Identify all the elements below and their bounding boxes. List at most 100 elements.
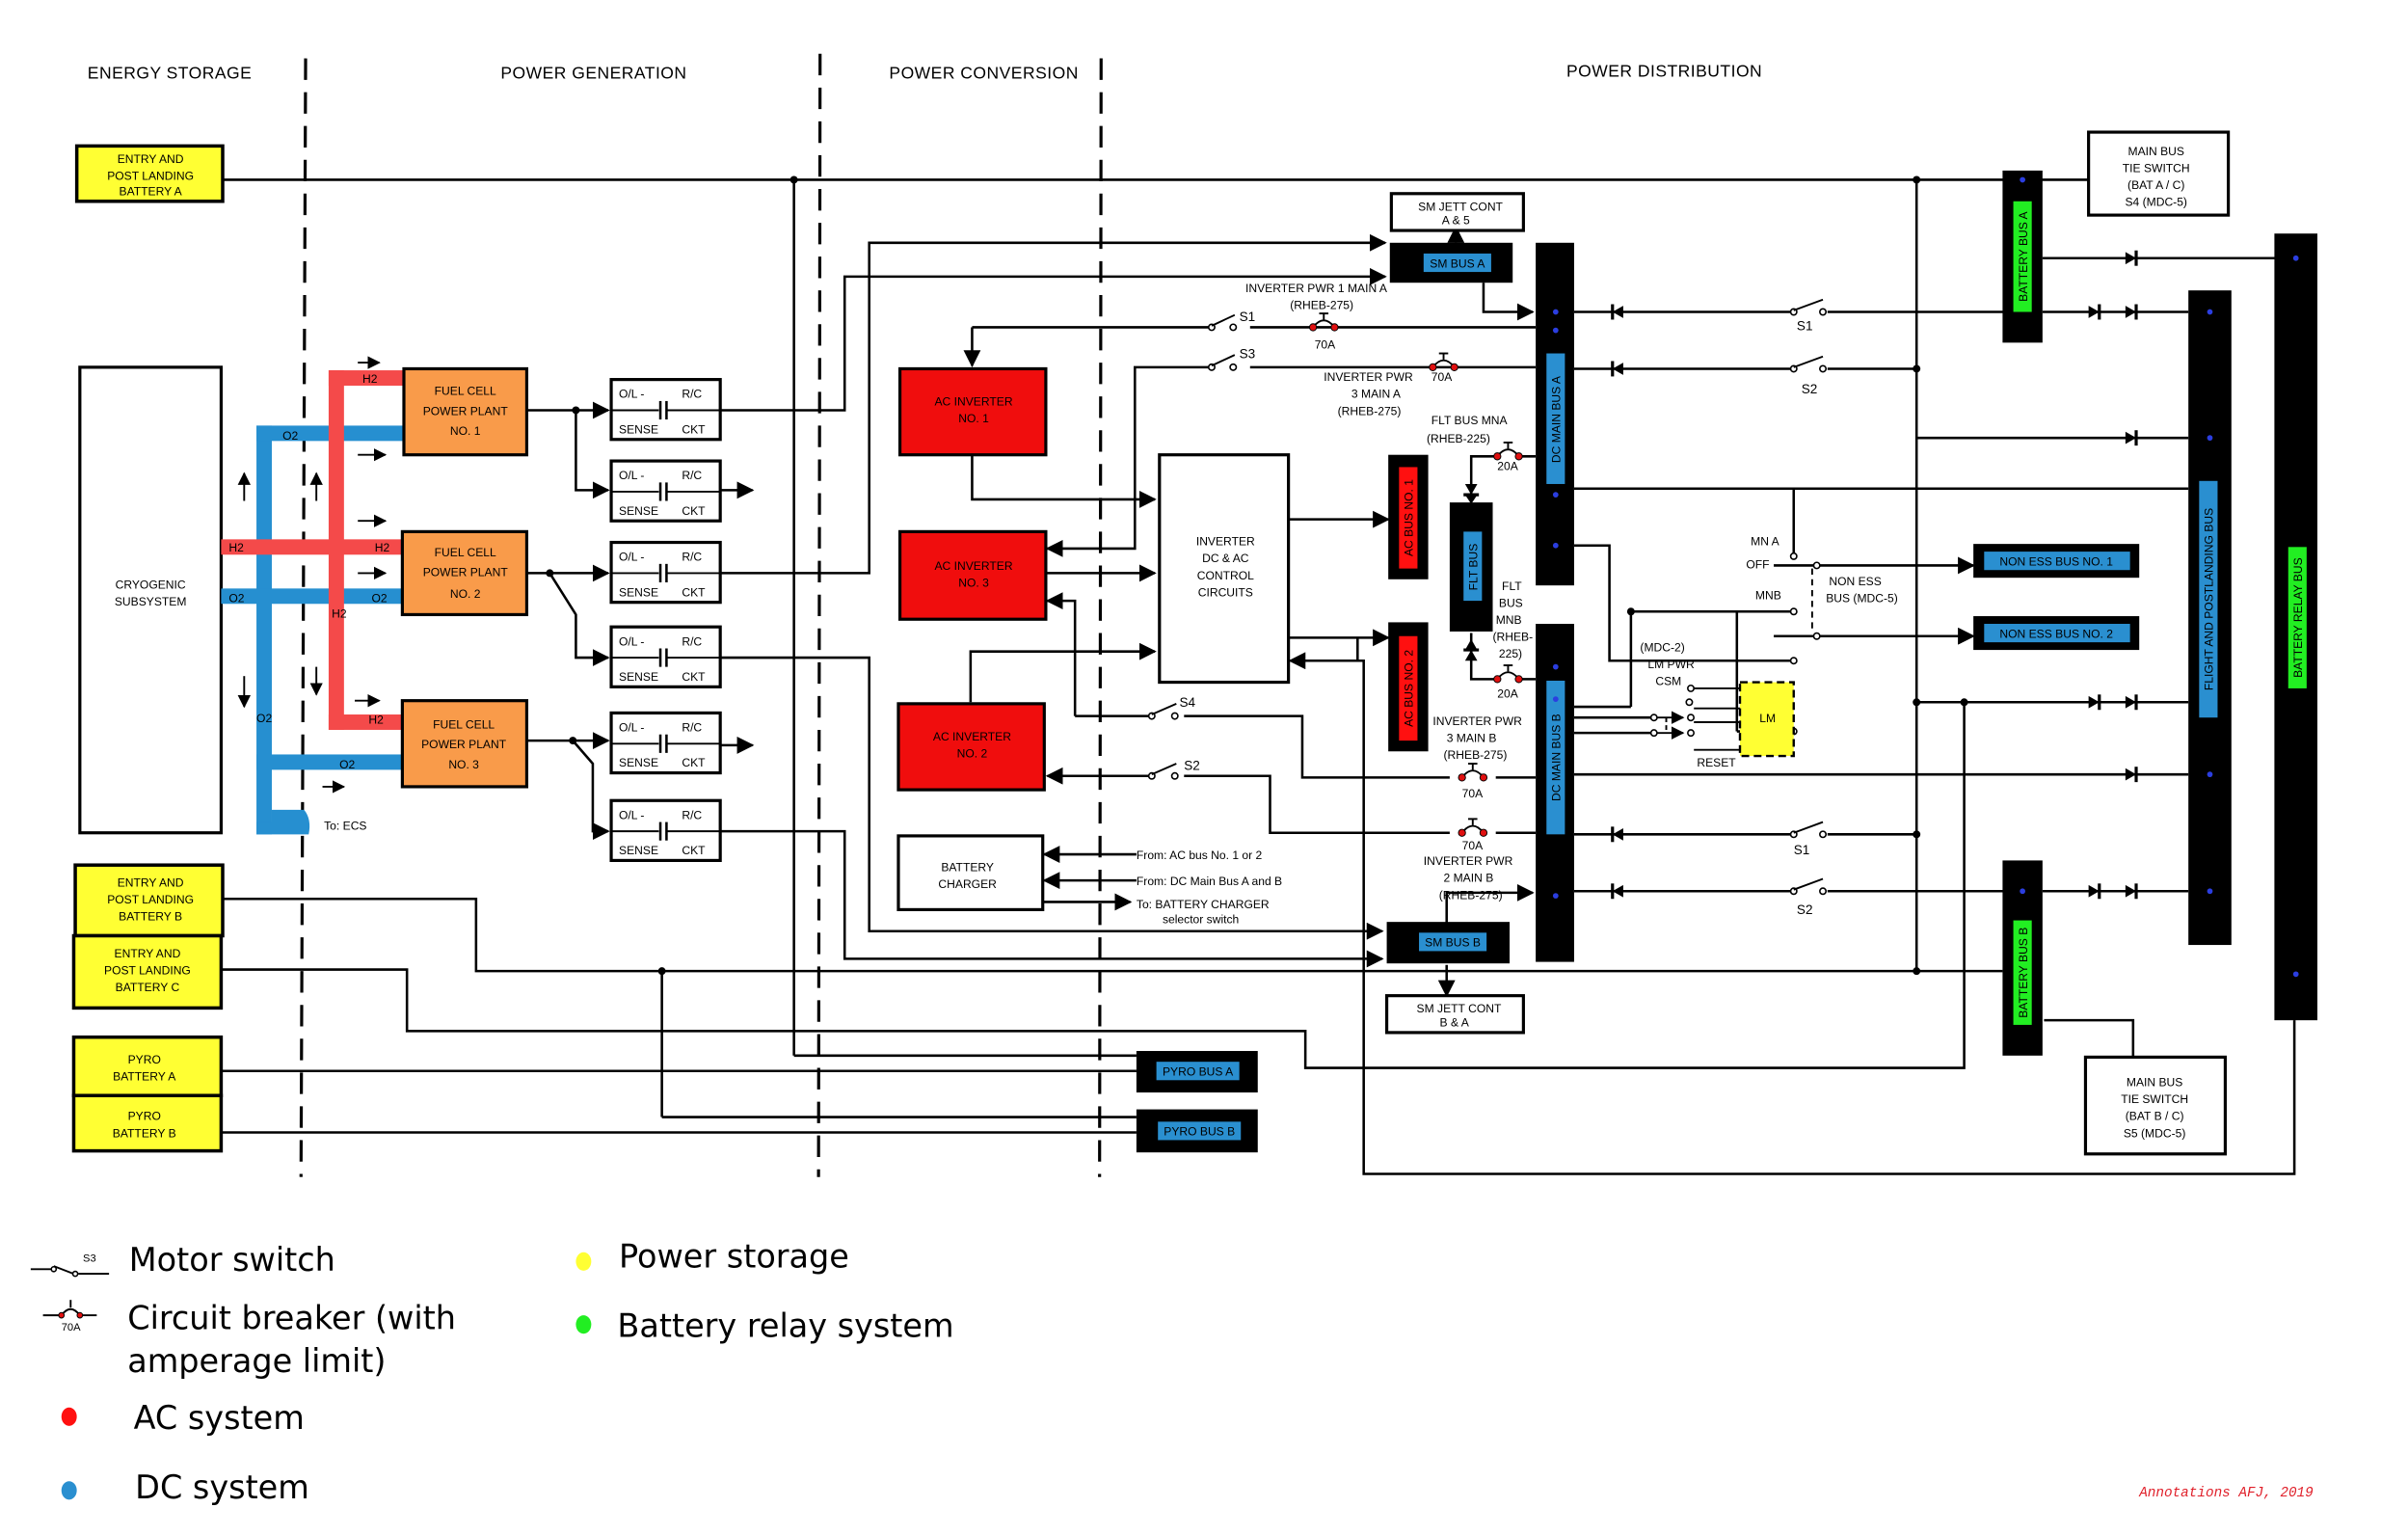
fuel-cell-2[interactable]: FUEL CELL POWER PLANT NO. 2 — [400, 529, 529, 617]
ckt-label: CKT — [682, 844, 706, 857]
rc-label: R/C — [682, 469, 702, 482]
diode-icon — [2125, 304, 2138, 320]
dc-main-bus-b[interactable]: DC MAIN BUS B — [1536, 623, 1574, 962]
battery-label: BATTERY A — [113, 1069, 176, 1083]
section-headers: ENERGY STORAGE POWER GENERATION POWER CO… — [88, 62, 1762, 83]
legend-dc-system: DC system — [61, 1468, 309, 1506]
non-ess-bus-1[interactable]: NON ESS BUS NO. 1 — [1973, 544, 2140, 579]
sm-jett-cont-a[interactable]: SM JETT CONT A & 5 — [1389, 192, 1525, 232]
breaker-amp: 20A — [1497, 687, 1518, 700]
motor-switch-s2-inv[interactable]: S2 — [1147, 758, 1200, 780]
jett-label: SM JETT CONT — [1418, 200, 1503, 213]
tie-label: MAIN BUS — [2127, 145, 2183, 158]
pyro-bus-a[interactable]: PYRO BUS A — [1136, 1051, 1258, 1093]
breaker-amp: 70A — [1431, 370, 1453, 384]
breaker-label: BUS — [1499, 596, 1523, 609]
bus-label: NON ESS BUS NO. 1 — [1999, 554, 2113, 568]
pyro-bus-b[interactable]: PYRO BUS B — [1136, 1109, 1258, 1153]
breaker-label: INVERTER PWR — [1324, 370, 1413, 384]
diode-icon — [2125, 430, 2138, 446]
circuit-breaker-inv2b[interactable]: 70A INVERTER PWR 2 MAIN B (RHEB-275) — [1424, 818, 1513, 902]
battery-pyro-a[interactable]: PYRO BATTERY A — [71, 1035, 224, 1097]
battery-label: POST LANDING — [107, 169, 194, 182]
battery-label: PYRO — [128, 1053, 161, 1066]
non-ess-switch[interactable]: MN A OFF MNB NON ESS BUS (MDC-5) — [1746, 535, 1898, 736]
battery-pyro-b[interactable]: PYRO BATTERY B — [71, 1093, 224, 1153]
sense-label: SENSE — [619, 670, 658, 684]
main-bus-tie-switch-b[interactable]: MAIN BUS TIE SWITCH (BAT B / C) S5 (MDC-… — [2083, 1055, 2228, 1156]
sense-label: SENSE — [619, 504, 658, 518]
fuel-cell-label: FUEL CELL — [435, 546, 496, 559]
inverter-control-circuits[interactable]: INVERTER DC & AC CONTROL CIRCUITS — [1158, 453, 1291, 685]
dc-main-bus-a[interactable]: DC MAIN BUS A — [1536, 242, 1574, 586]
fluid-label-o2: O2 — [282, 429, 298, 443]
flight-and-postlanding-bus[interactable]: FLIGHT AND POSTLANDING BUS — [2188, 290, 2232, 946]
bus-label: BATTERY BUS B — [2017, 928, 2030, 1018]
flt-bus[interactable]: FLT BUS — [1449, 502, 1493, 632]
sm-jett-cont-b[interactable]: SM JETT CONT B & A — [1384, 994, 1525, 1035]
non-ess-switch-label: BUS (MDC-5) — [1826, 592, 1898, 606]
breaker-label: 225) — [1499, 647, 1522, 660]
circuit-breaker-fltmnb[interactable]: 20A FLT BUS MNB (RHEB- 225) — [1493, 579, 1534, 701]
lm[interactable]: LM — [1738, 681, 1795, 758]
fluid-label-o2: O2 — [372, 592, 388, 606]
battery-bus-b[interactable]: BATTERY BUS B — [2002, 860, 2043, 1056]
lm-pwr-label: (MDC-2) — [1640, 641, 1684, 655]
ac-bus-2[interactable]: AC BUS NO. 2 — [1388, 622, 1429, 752]
switch-label-s1: S1 — [1797, 319, 1813, 334]
ac-inverter-3[interactable]: AC INVERTER NO. 3 — [897, 529, 1048, 621]
battery-charger[interactable]: BATTERY CHARGER — [896, 834, 1045, 912]
motor-switch-s2-b[interactable]: S2 — [1789, 877, 1828, 918]
fuel-cell-3[interactable]: FUEL CELL POWER PLANT NO. 3 — [400, 699, 529, 789]
circuit-breaker-fltmna[interactable]: 20A FLT BUS MNA (RHEB-225) — [1427, 414, 1523, 473]
switch-label-s3: S3 — [1240, 346, 1256, 361]
main-bus-tie-switch-a[interactable]: MAIN BUS TIE SWITCH (BAT A / C) S4 (MDC-… — [2087, 130, 2231, 217]
circuit-breaker-tag: 70A — [62, 1322, 81, 1333]
circuit-breaker-inv1a[interactable]: 70A INVERTER PWR 1 MAIN A (RHEB-275) — [1245, 282, 1388, 352]
ckt-label: CKT — [682, 504, 706, 518]
non-ess-bus-2[interactable]: NON ESS BUS NO. 2 — [1973, 616, 2140, 651]
battery-entry-c[interactable]: ENTRY AND POST LANDING BATTERY C — [71, 933, 224, 1010]
tie-label: (BAT A / C) — [2127, 178, 2184, 192]
motor-switch-s4[interactable]: S4 — [1147, 695, 1196, 720]
rc-label: R/C — [682, 808, 702, 821]
control-label: DC & AC — [1202, 552, 1249, 565]
ckt-label: CKT — [682, 756, 706, 769]
sm-bus-b[interactable]: SM BUS B — [1386, 922, 1511, 964]
battery-entry-b[interactable]: ENTRY AND POST LANDING BATTERY B — [73, 863, 225, 938]
ac-inverter-1[interactable]: AC INVERTER NO. 1 — [897, 366, 1048, 457]
motor-switch-s2-a[interactable]: S2 — [1789, 355, 1828, 396]
battery-bus-a[interactable]: BATTERY BUS A — [2002, 170, 2043, 343]
charger-to-selector: selector switch — [1163, 913, 1239, 927]
diode-icon — [2088, 883, 2101, 900]
sm-bus-a[interactable]: SM BUS A — [1389, 242, 1513, 283]
battery-relay-bus[interactable]: BATTERY RELAY BUS — [2274, 233, 2318, 1021]
fuel-cell-1[interactable]: FUEL CELL POWER PLANT NO. 1 — [402, 366, 529, 457]
motor-switch-s3[interactable]: S3 — [1207, 346, 1256, 371]
junctions — [546, 175, 1968, 976]
switch-label-s2: S2 — [1797, 902, 1813, 917]
battery-entry-a[interactable]: ENTRY AND POST LANDING BATTERY A — [74, 144, 225, 203]
fluid-label-o2: O2 — [228, 592, 244, 606]
motor-switch-s1-b[interactable]: S1 — [1789, 821, 1828, 857]
ac-bus-1[interactable]: AC BUS NO. 1 — [1388, 454, 1429, 579]
ol-label: O/L - — [619, 388, 644, 401]
breaker-label: 3 MAIN B — [1447, 732, 1497, 745]
motor-switch-s1-inv[interactable]: S1 — [1207, 310, 1255, 332]
diode-icon — [2125, 250, 2138, 266]
ac-inverter-2[interactable]: AC INVERTER NO. 2 — [896, 702, 1046, 792]
circuit-breaker-inv3b[interactable]: 70A INVERTER PWR 3 MAIN B (RHEB-275) — [1432, 714, 1522, 800]
legend: S3 Motor switch 70A Circuit breaker (wit… — [30, 1238, 954, 1506]
bus-label: AC BUS NO. 1 — [1403, 479, 1416, 556]
charger-from-ac: From: AC bus No. 1 or 2 — [1137, 848, 1263, 862]
cryogenic-subsystem[interactable]: CRYOGENIC SUBSYSTEM — [78, 365, 224, 835]
motor-switch-s1-a[interactable]: S1 — [1789, 298, 1828, 334]
lm-power-switch[interactable]: (MDC-2) LM PWR CSM RESET — [1640, 641, 1740, 770]
circuit-breaker-inv3a[interactable]: 70A INVERTER PWR 3 MAIN A (RHEB-275) — [1324, 352, 1458, 418]
